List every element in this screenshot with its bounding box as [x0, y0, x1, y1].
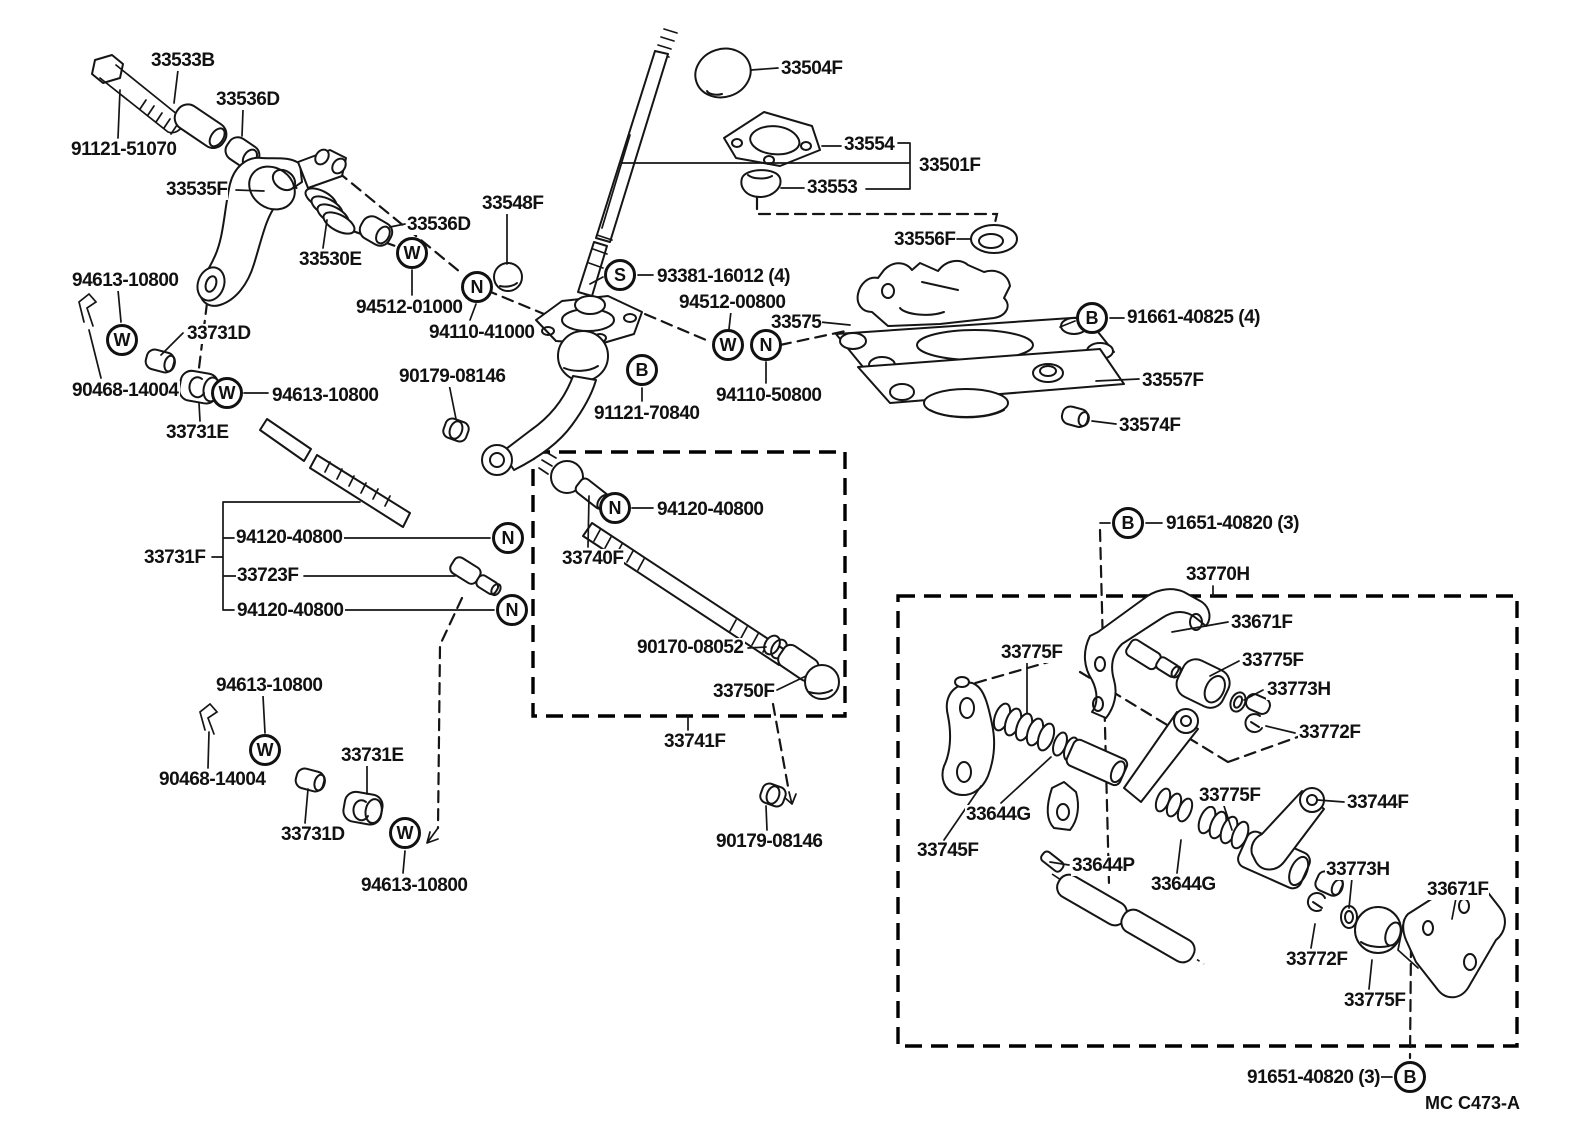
part-label-33533b: 33533B — [150, 50, 216, 71]
bolt-symbol-b: B — [626, 354, 658, 386]
washer-symbol-w: W — [106, 324, 138, 356]
part-label-91651-40820-a: 91651-40820 (3) — [1165, 513, 1300, 534]
part-label-91661-40825: 91661-40825 (4) — [1126, 307, 1261, 328]
part-label-33723f: 33723F — [236, 565, 300, 586]
washer-symbol-w: W — [389, 817, 421, 849]
part-label-33731d-b: 33731D — [280, 824, 346, 845]
part-label-33731f: 33731F — [143, 547, 207, 568]
part-label-33504f: 33504F — [780, 58, 844, 79]
part-label-33530e: 33530E — [298, 249, 363, 270]
bolt-symbol-b: B — [1112, 507, 1144, 539]
part-label-93381-16012: 93381-16012 (4) — [656, 266, 791, 287]
part-label-33744f: 33744F — [1346, 792, 1410, 813]
washer-symbol-w: W — [211, 377, 243, 409]
part-label-33772f-a: 33772F — [1298, 722, 1362, 743]
part-label-91651-40820-b: 91651-40820 (3) — [1246, 1067, 1381, 1088]
part-label-33553: 33553 — [806, 177, 859, 198]
part-label-33731e-b: 33731E — [340, 745, 405, 766]
part-label-94512-01000: 94512-01000 — [355, 297, 464, 318]
washer-symbol-w: W — [396, 237, 428, 269]
part-label-33731e-a: 33731E — [165, 422, 230, 443]
part-label-33671f-a: 33671F — [1230, 612, 1294, 633]
part-label-33644p: 33644P — [1071, 855, 1136, 876]
nut-symbol-n: N — [750, 329, 782, 361]
part-label-90468-14004-a: 90468-14004 — [71, 380, 180, 401]
part-label-33501f: 33501F — [918, 155, 982, 176]
washer-symbol-w: W — [249, 734, 281, 766]
part-label-94120-40800-b: 94120-40800 — [235, 527, 344, 548]
part-label-94613-10800-a: 94613-10800 — [71, 270, 180, 291]
part-label-33741f: 33741F — [663, 731, 727, 752]
part-label-33731d-a: 33731D — [186, 323, 252, 344]
part-label-33772f-b: 33772F — [1285, 949, 1349, 970]
drawing-code: MC C473-A — [1425, 1093, 1521, 1113]
part-label-90468-14004-b: 90468-14004 — [158, 769, 267, 790]
callout-box-33741f — [531, 450, 847, 718]
part-label-33557f: 33557F — [1141, 370, 1205, 391]
part-label-94120-40800-a: 94120-40800 — [656, 499, 765, 520]
part-label-91121-51070: 91121-51070 — [70, 139, 178, 160]
bolt-symbol-b: B — [1076, 302, 1108, 334]
part-label-33548f: 33548F — [481, 193, 545, 214]
part-label-90179-08146-a: 90179-08146 — [398, 366, 507, 387]
part-label-33536d-b: 33536D — [406, 214, 472, 235]
part-label-33775f-b: 33775F — [1241, 650, 1305, 671]
part-label-91121-70840: 91121-70840 — [593, 403, 701, 424]
part-label-90170-08052: 90170-08052 — [636, 637, 745, 658]
nut-symbol-n: N — [496, 594, 528, 626]
part-label-33671f-b: 33671F — [1426, 879, 1490, 900]
callout-box-33770h — [896, 594, 1519, 1048]
part-label-94613-10800-b: 94613-10800 — [271, 385, 380, 406]
part-label-33750f: 33750F — [712, 681, 776, 702]
part-label-90179-08146-b: 90179-08146 — [715, 831, 824, 852]
part-label-94613-10800-c: 94613-10800 — [215, 675, 324, 696]
screw-symbol-s: S — [604, 259, 636, 291]
washer-symbol-w: W — [712, 329, 744, 361]
nut-symbol-n: N — [461, 271, 493, 303]
part-label-94110-41000: 94110-41000 — [428, 322, 536, 343]
part-label-94110-50800: 94110-50800 — [715, 385, 823, 406]
nut-symbol-n: N — [599, 492, 631, 524]
part-label-33773h-b: 33773H — [1325, 859, 1391, 880]
part-label-94613-10800-d: 94613-10800 — [360, 875, 469, 896]
part-label-33556f: 33556F — [893, 229, 957, 250]
part-label-33770h: 33770H — [1185, 564, 1251, 585]
part-label-33554: 33554 — [843, 134, 896, 155]
part-label-94120-40800-c: 94120-40800 — [236, 600, 345, 621]
bolt-symbol-b: B — [1394, 1061, 1426, 1093]
part-label-33775f-a: 33775F — [1000, 642, 1064, 663]
part-label-33745f: 33745F — [916, 840, 980, 861]
part-label-33644g-b: 33644G — [1150, 874, 1217, 895]
part-label-33773h-a: 33773H — [1266, 679, 1332, 700]
part-label-33740f: 33740F — [561, 548, 625, 569]
part-label-33644g-a: 33644G — [965, 804, 1032, 825]
part-label-33775f-c: 33775F — [1198, 785, 1262, 806]
part-label-33574f: 33574F — [1118, 415, 1182, 436]
part-label-33775f-d: 33775F — [1343, 990, 1407, 1011]
part-label-33535f: 33535F — [165, 179, 229, 200]
part-label-33575: 33575 — [770, 312, 823, 333]
part-label-33536d-a: 33536D — [215, 89, 281, 110]
nut-symbol-n: N — [492, 522, 524, 554]
part-label-94512-00800: 94512-00800 — [678, 292, 787, 313]
